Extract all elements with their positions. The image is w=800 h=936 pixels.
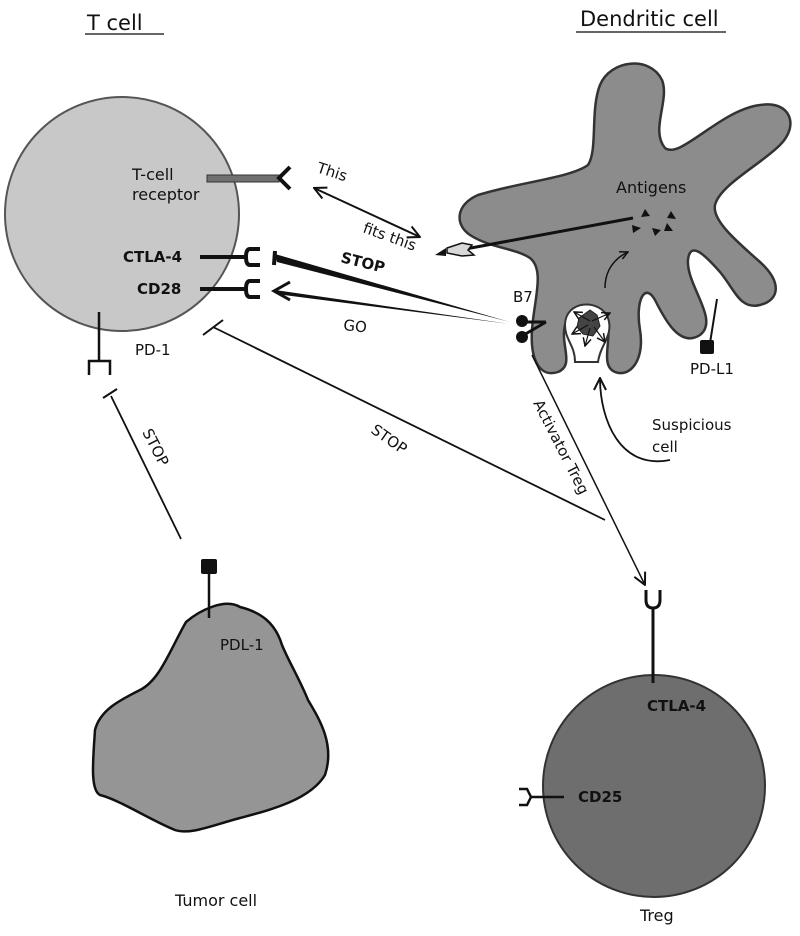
tumor-cell: PDL-1 Tumor cell: [91, 559, 330, 910]
internalize-arrow: [604, 252, 628, 289]
tumor-pdl1-ligand-icon: [201, 559, 217, 574]
pd-l1-stalk: [709, 298, 718, 344]
stop-treg-label: STOP: [368, 421, 411, 458]
t-cell-receptor-icon: [276, 165, 292, 191]
cd28-label: CD28: [137, 280, 181, 298]
tumor-cell-label: Tumor cell: [174, 891, 257, 910]
header-t-cell-label: T cell: [86, 11, 143, 35]
activator-treg-arrow: [531, 354, 645, 585]
pd1-label: PD-1: [135, 341, 171, 359]
ctla4-receptor-icon: [243, 247, 260, 267]
pd-l1-ligand-icon: [700, 340, 714, 354]
treg-cell: CTLA-4 CD25 Treg: [519, 590, 766, 925]
go-cd28-line: [275, 290, 510, 324]
t-cell-receptor-label-2: receptor: [132, 185, 200, 204]
treg-ctla4-label: CTLA-4: [647, 697, 706, 715]
tumor-cell-body: [91, 602, 330, 833]
cd25-label: CD25: [578, 788, 622, 806]
stop-ctla4-line: [275, 254, 510, 322]
go-cd28-arrowhead: [270, 280, 291, 302]
mhc-tip-icon: [435, 248, 446, 256]
b7-icon: [516, 315, 547, 343]
tumor-pdl1-label: PDL-1: [220, 636, 264, 654]
t-cell-receptor-stalk: [206, 174, 280, 183]
go-cd28-label: GO: [343, 316, 368, 336]
antigens-label: Antigens: [616, 178, 686, 197]
antigen-icons: [632, 209, 676, 236]
pd-l1-label: PD-L1: [690, 360, 734, 378]
fits-arrow: [314, 188, 420, 237]
b7-label: B7: [513, 288, 533, 306]
header-dendritic-cell: Dendritic cell: [576, 7, 726, 33]
dendritic-cell: Antigens B7 PD-L1: [435, 62, 792, 378]
digestion-arrows: [572, 312, 610, 346]
t-cell-body: [4, 96, 240, 332]
t-cell: T-cell receptor CTLA-4 CD28 PD-1: [4, 96, 292, 375]
pd1-receptor-icon: [87, 359, 112, 375]
this-label: This: [314, 158, 350, 185]
suspicious-cell-arrow: [600, 378, 671, 463]
stop-tumor-bar: [102, 388, 118, 399]
cd28-receptor-icon: [243, 279, 260, 299]
suspicious-label-2: cell: [652, 438, 678, 456]
ctla4-label: CTLA-4: [123, 248, 182, 266]
suspicious-label-1: Suspicious: [652, 416, 732, 434]
cd25-receptor-icon: [519, 787, 533, 807]
mhc-antigen-icon: [446, 242, 476, 257]
stop-treg-bar: [202, 319, 224, 336]
treg-ctla4-receptor-icon: [644, 590, 662, 610]
stop-ctla4-label: STOP: [339, 248, 387, 276]
stop-tumor-line: [110, 395, 182, 540]
header-t-cell: T cell: [85, 11, 164, 35]
stop-treg-line: [212, 326, 606, 521]
activator-treg-label: Activator Treg: [529, 397, 592, 498]
header-dendritic-cell-label: Dendritic cell: [580, 7, 719, 31]
antigen-presentation-line: [459, 216, 634, 252]
fits-this-label: fits this: [361, 219, 419, 255]
t-cell-receptor-label-1: T-cell: [131, 165, 174, 184]
treg-label: Treg: [639, 906, 674, 925]
stop-ctla4-bar: [272, 250, 277, 266]
